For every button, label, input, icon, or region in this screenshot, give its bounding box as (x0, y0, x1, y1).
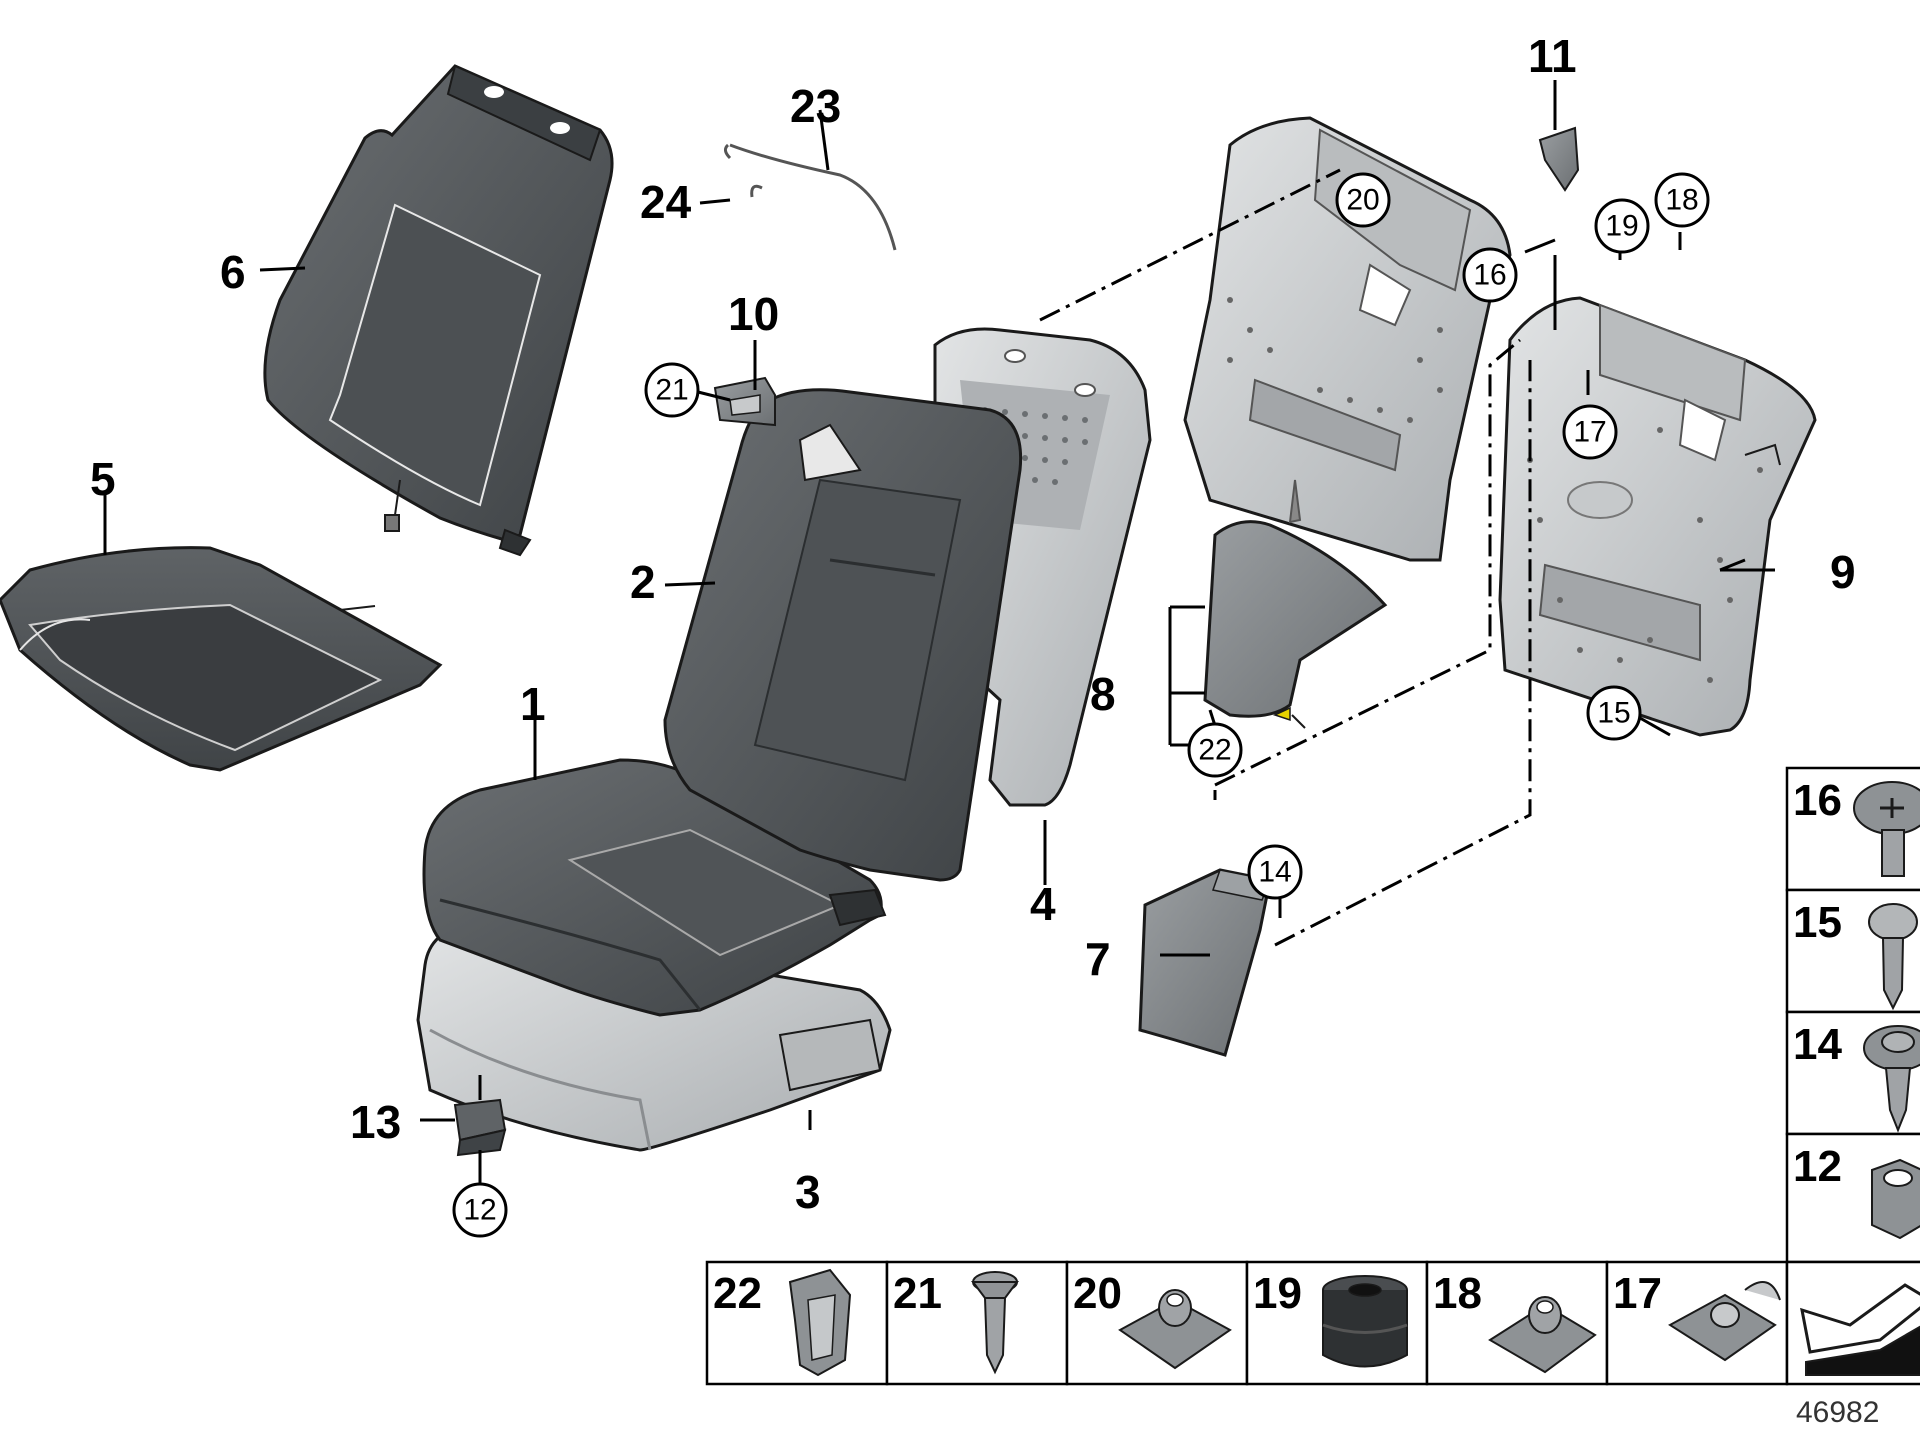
callout-9: 9 (1830, 546, 1856, 598)
callout-2: 2 (630, 556, 656, 608)
speed-nut-icon (1668, 1281, 1781, 1362)
table-17: 17 (1613, 1269, 1662, 1318)
speed-nut-icon (1488, 1296, 1597, 1374)
callout-numbers: 6 5 2 1 3 4 9 10 11 23 24 7 8 13 (90, 30, 1856, 1218)
callout-24: 24 (640, 176, 692, 228)
circled-callouts: 21 20 16 19 18 17 15 22 14 12 (452, 172, 1710, 1238)
leader-lines (103, 80, 1775, 1185)
callout-13: 13 (350, 1096, 401, 1148)
callout-3: 3 (795, 1166, 821, 1218)
table-20: 20 (1073, 1269, 1122, 1318)
hex-nut-icon (1871, 1158, 1920, 1240)
table-18: 18 (1433, 1269, 1482, 1318)
speed-nut-icon (1118, 1289, 1232, 1370)
backrest-cover-part (263, 64, 614, 557)
clip-icon (788, 1268, 852, 1377)
seat-clip-part (453, 1098, 507, 1157)
plus-recess-bolt-icon (1853, 781, 1920, 877)
callout-5: 5 (90, 453, 116, 505)
callout-4: 4 (1030, 878, 1056, 930)
circled-21: 21 (655, 374, 688, 407)
callout-6: 6 (220, 246, 246, 298)
circled-17: 17 (1573, 416, 1606, 449)
circled-16: 16 (1473, 259, 1506, 292)
callout-11: 11 (1528, 30, 1577, 82)
table-16: 16 (1793, 776, 1842, 825)
table-12: 12 (1793, 1142, 1842, 1191)
backrest-cushion-part (663, 388, 1023, 882)
seat-cover-part (0, 546, 443, 772)
circled-14: 14 (1258, 856, 1291, 889)
table-21: 21 (893, 1269, 942, 1318)
reference-number: 46982 (1796, 1396, 1879, 1429)
fastener-table-side: 16 15 14 12 (1785, 766, 1920, 1264)
fastener-table-bottom: 22 21 20 19 18 17 (705, 1260, 1920, 1386)
table-15: 15 (1793, 898, 1842, 947)
torx-screw-icon (1868, 903, 1918, 1011)
trim-panel-part (1138, 868, 1272, 1057)
circled-18: 18 (1665, 184, 1698, 217)
circled-15: 15 (1597, 697, 1630, 730)
seat-base-part (416, 923, 892, 1152)
callout-10: 10 (728, 288, 779, 340)
table-22: 22 (713, 1269, 762, 1318)
circled-20: 20 (1346, 184, 1379, 217)
rubber-grommet-icon (1322, 1275, 1408, 1368)
arrow-sheet-icon (1800, 1283, 1920, 1376)
wire-clip-part (723, 143, 897, 251)
callout-23: 23 (790, 80, 841, 132)
assembly-guide-lines (1039, 168, 1532, 947)
table-14: 14 (1793, 1020, 1842, 1069)
callout-8: 8 (1090, 668, 1116, 720)
callout-1: 1 (520, 678, 546, 730)
countersunk-screw-icon (971, 1271, 1019, 1375)
circled-19: 19 (1605, 210, 1638, 243)
side-pad-part (1203, 520, 1388, 729)
flange-screw-icon (1863, 1025, 1920, 1133)
circled-22: 22 (1198, 734, 1231, 767)
table-19: 19 (1253, 1269, 1302, 1318)
cover-clip-part (1538, 126, 1580, 192)
circled-12: 12 (463, 1194, 496, 1227)
trim-bracket-part (713, 376, 776, 427)
callout-7: 7 (1085, 933, 1111, 985)
